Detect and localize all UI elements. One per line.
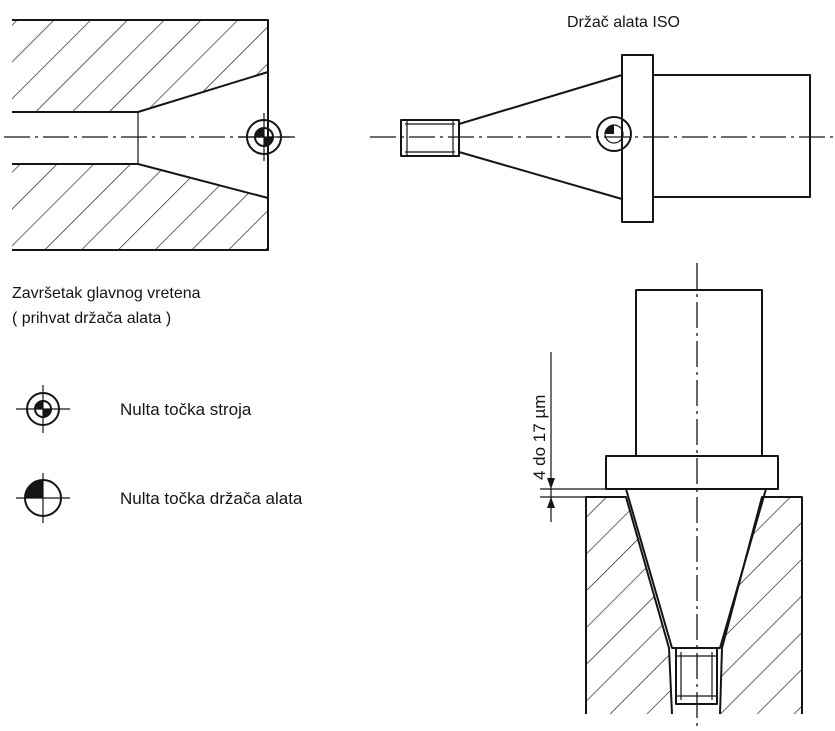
- holder-in-spindle-section: 4 do 17 µm: [530, 263, 803, 728]
- holder-title: Držač alata ISO: [567, 14, 680, 31]
- legend-tool-holder-zero-icon: [16, 473, 70, 523]
- gap-arrow-bottom: [547, 497, 555, 508]
- spindle-section-hatch: [586, 497, 802, 714]
- inserted-holder-shank: [635, 289, 763, 457]
- legend-tool-holder-zero-label: Nulta točka držača alata: [120, 489, 303, 508]
- gap-dimension-label: 4 do 17 µm: [530, 395, 549, 480]
- legend-machine-zero-icon: [16, 385, 70, 433]
- inserted-holder-flange: [605, 455, 779, 490]
- machine-zero-point-symbol: [238, 113, 290, 161]
- spindle-end-section: [4, 19, 295, 251]
- tool-holder-zero-symbol-on-holder: [596, 116, 632, 152]
- spindle-end-caption-line2: ( prihvat držača alata ): [12, 310, 171, 327]
- holder-shank: [652, 74, 811, 198]
- legend-machine-zero-label: Nulta točka stroja: [120, 400, 252, 419]
- pull-stud: [400, 119, 460, 157]
- iso-tool-holder: [370, 54, 834, 223]
- spindle-body-hatch: [12, 20, 268, 250]
- spindle-section-outline: [585, 496, 803, 715]
- spindle-end-caption-line1: Završetak glavnog vretena: [12, 285, 201, 302]
- holder-taper: [458, 74, 623, 200]
- gap-arrow-top: [547, 478, 555, 489]
- holder-flange: [621, 54, 654, 223]
- spindle-outline-top: [12, 19, 269, 251]
